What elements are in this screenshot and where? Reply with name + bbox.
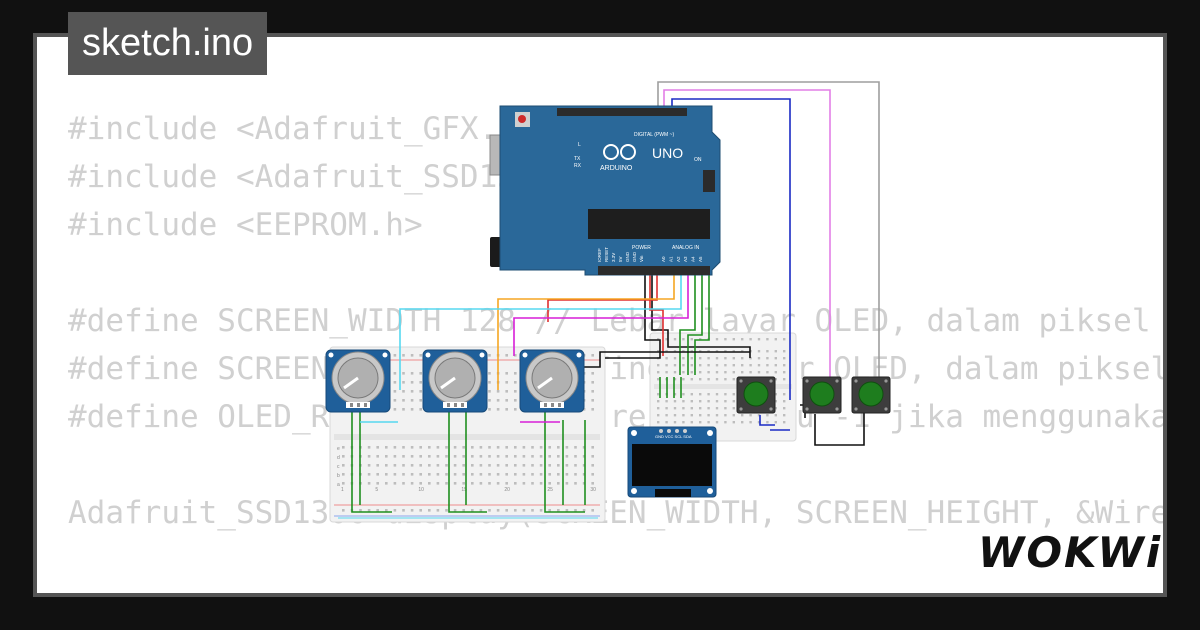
wire-green-a2 (694, 275, 710, 375)
arduino-analog-label: ANALOG IN (672, 245, 700, 251)
wire-gray (657, 81, 880, 378)
arduino-power-label: POWER (632, 245, 651, 251)
wire-black-c (584, 351, 750, 368)
arduino-power-pin-label: GND (625, 251, 630, 262)
breadboard-row-letter: b (337, 473, 340, 479)
wire-pink (663, 89, 831, 378)
arduino-analog-pin-label: A4 (691, 256, 696, 262)
arduino-logo-icon (603, 144, 636, 160)
arduino-on-label: ON (694, 157, 702, 163)
breadboard-column-number: 25 (547, 487, 553, 493)
arduino-digital-label: DIGITAL (PWM ~) (634, 132, 674, 138)
arduino-model-label: UNO (652, 145, 683, 161)
arduino-analog-pin-label: A0 (661, 256, 666, 262)
breadboard-row-letter: d (337, 455, 340, 461)
breadboard-column-number: 15 (461, 487, 467, 493)
arduino-led-l: L (578, 142, 581, 148)
wire-orange (497, 275, 675, 390)
arduino-brand-label: ARDUINO (600, 165, 633, 172)
arduino-power-pin-label: 3.3V (611, 253, 616, 262)
breadboard-row-letter: c (337, 464, 340, 470)
push-button[interactable] (802, 376, 842, 414)
potentiometer[interactable] (519, 349, 585, 413)
oled-pin-labels: GND VCC SCL SDA (655, 434, 692, 439)
potentiometer[interactable] (422, 349, 488, 413)
breadboard-column-number: 10 (418, 487, 424, 493)
arduino-led-tx: TX (574, 156, 581, 162)
breadboard-column-number: 20 (504, 487, 510, 493)
arduino-analog-pin-label: A5 (698, 256, 703, 262)
breadboard-column-number: 30 (590, 487, 596, 493)
wire-cyan (399, 275, 682, 390)
breadboard-small (649, 332, 797, 442)
arduino-power-pin-label: 5V (618, 256, 623, 262)
arduino-power-pin-label: RESET (604, 247, 609, 262)
code-line: #include <EEPROM.h> (68, 207, 423, 243)
wire-red (547, 275, 658, 322)
oled-display: GND VCC SCL SDA (627, 426, 717, 498)
sketch-filename-tab[interactable]: sketch.ino (68, 12, 268, 75)
wire-black-b (651, 275, 751, 358)
arduino-power-pin-label: GND (632, 251, 637, 262)
push-button[interactable] (851, 376, 891, 414)
arduino-power-pin-label: IOREF (597, 248, 602, 262)
push-buttons (736, 376, 891, 414)
potentiometer[interactable] (325, 349, 391, 413)
wire-green-a1 (687, 275, 703, 375)
wires (338, 81, 880, 519)
arduino-analog-pin-label: A3 (683, 256, 688, 262)
wire-red-2 (649, 275, 664, 356)
arduino-analog-pin-label: A1 (668, 256, 673, 262)
wire-magenta (513, 275, 689, 356)
arduino-power-pin-label: Vin (639, 255, 644, 262)
breadboard-column-number: 1 (341, 487, 344, 493)
push-button[interactable] (736, 376, 776, 414)
arduino-led-rx: RX (574, 163, 582, 169)
breadboard-row-letter: e (337, 446, 340, 452)
potentiometers (325, 349, 585, 413)
code-line: #include <Adafruit_GFX.h> (68, 111, 535, 147)
arduino-analog-pin-label: A2 (676, 256, 681, 262)
wokwi-logo: WOKWi (978, 528, 1163, 577)
code-line: // Definisikan pin potensio (68, 585, 1163, 593)
breadboard-column-number: 5 (375, 487, 378, 493)
breadboard-row-letter: a (337, 482, 340, 488)
arduino-uno: UNO ARDUINO DIGITAL (PWM ~) POWER ANALOG… (489, 105, 721, 276)
